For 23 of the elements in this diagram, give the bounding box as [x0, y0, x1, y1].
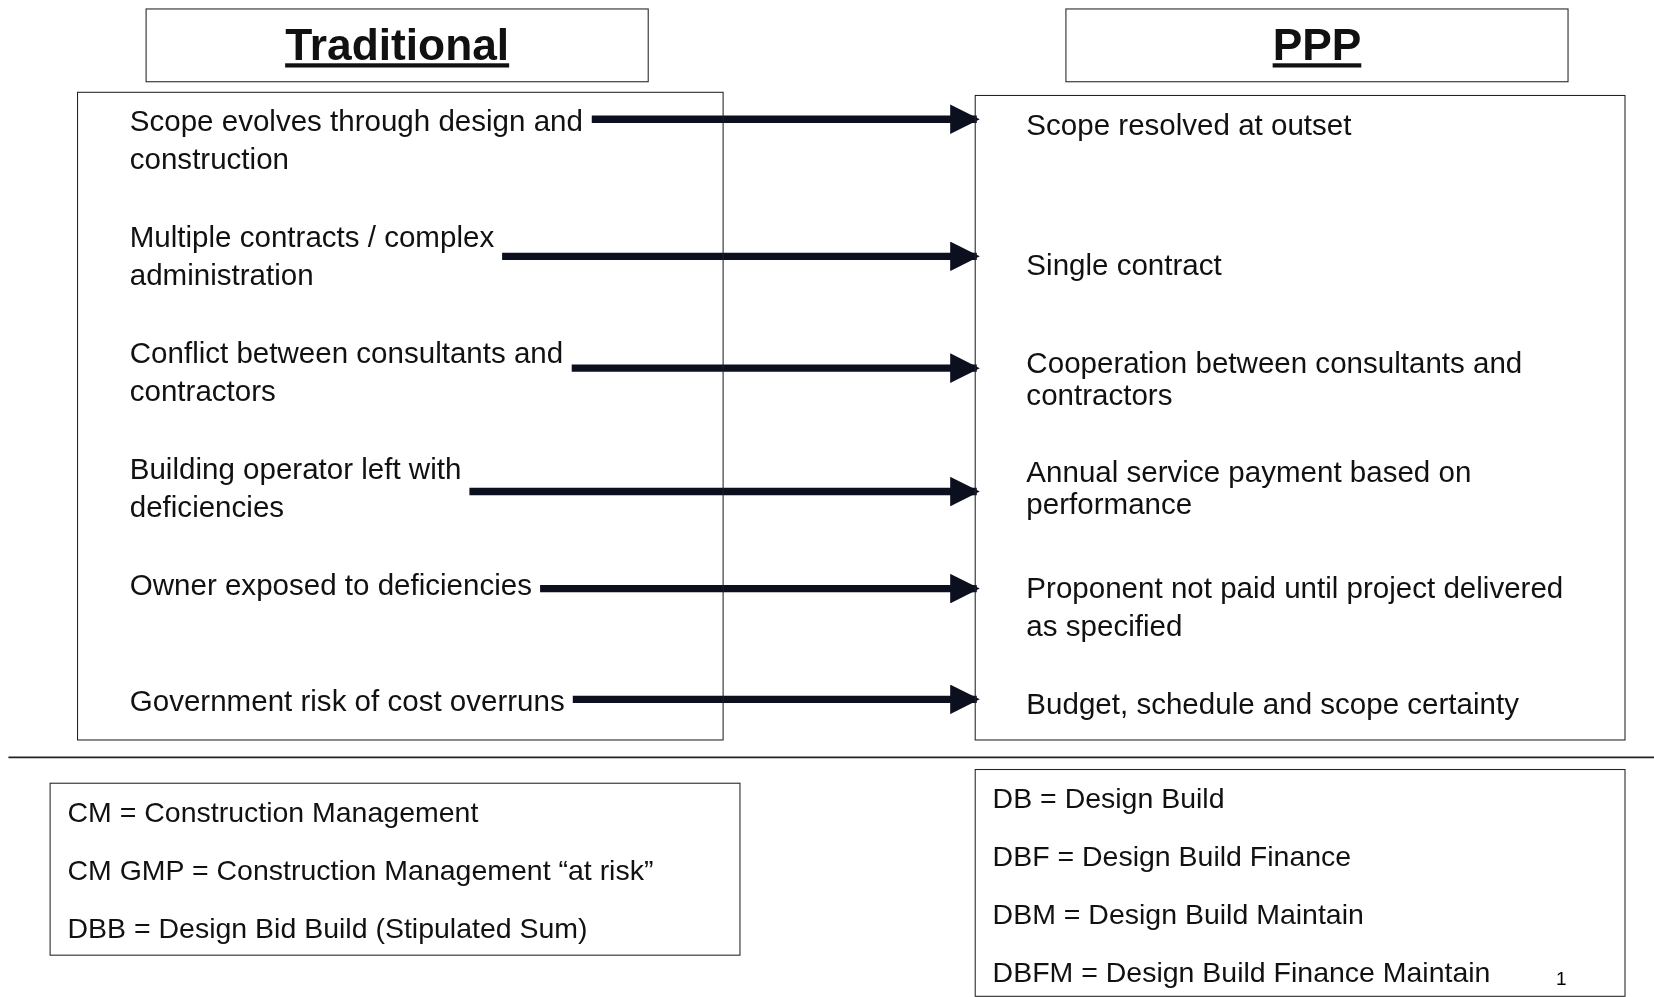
- page-number: 1: [1555, 968, 1567, 991]
- arrow: [571, 353, 980, 383]
- definition-text: CM = Construction Management: [67, 796, 479, 830]
- arrow: [572, 684, 980, 715]
- comparison-text: Scope evolves through design and construction: [117, 102, 613, 187]
- definition-text: CM GMP = Construction Management “at risk”: [67, 854, 654, 888]
- definition-text: DB = Design Build: [992, 782, 1225, 816]
- comparison-text: Government risk of cost overruns: [117, 682, 565, 736]
- comparison-text: Cooperation between consultants and contractors: [977, 348, 1622, 422]
- definition-text: DBF = Design Build Finance: [992, 840, 1352, 874]
- definition-text: DBB = Design Bid Build (Stipulated Sum): [67, 912, 588, 946]
- comparison-text: Annual service payment based on performance: [977, 456, 1622, 531]
- definition-text: DBFM = Design Build Finance Maintain: [992, 956, 1491, 990]
- comparison-text: Multiple contracts / complex administration: [117, 218, 613, 303]
- definition-text: DBM = Design Build Maintain: [992, 898, 1364, 932]
- comparison-text: Proponent not paid until project delivered as specified: [977, 569, 1622, 654]
- arrow: [591, 104, 980, 134]
- comparison-text: Owner exposed to deficiencies: [117, 566, 532, 651]
- comparison-text: Scope resolved at outset: [977, 106, 1622, 191]
- comparison-text: Single contract: [977, 246, 1622, 290]
- comparison-text: Conflict between consultants and contractors: [117, 334, 613, 419]
- comparison-text: Building operator left with deficiencies: [117, 450, 613, 535]
- comparison-text: Budget, schedule and scope certainty: [977, 685, 1622, 734]
